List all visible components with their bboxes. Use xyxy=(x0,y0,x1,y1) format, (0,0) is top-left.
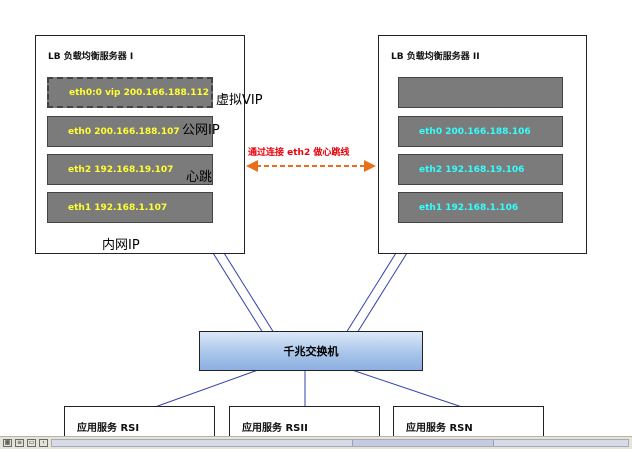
vip-note: 虚拟VIP xyxy=(216,93,263,108)
heartbeat-note: 心跳 xyxy=(186,170,213,185)
link-left-server-switch-b xyxy=(223,252,275,334)
nic-right-eth0: eth0 200.166.188.106 xyxy=(398,116,563,147)
nic-left-eth1: eth1 192.168.1.107 xyxy=(47,192,213,223)
link-right-server-switch-b xyxy=(356,252,408,334)
outline-view-icon[interactable]: ≡ xyxy=(15,439,24,447)
scroll-left-icon[interactable]: ‹ xyxy=(39,439,48,447)
public-ip-note: 公网IP xyxy=(182,123,220,138)
nic-right-eth2: eth2 192.168.19.106 xyxy=(398,154,563,185)
nic-right-empty xyxy=(398,77,563,108)
nic-left-vip: eth0:0 vip 200.166.188.112 xyxy=(47,77,213,108)
horizontal-scrollbar-thumb[interactable] xyxy=(352,440,494,446)
nic-left-eth0: eth0 200.166.188.107 xyxy=(47,116,213,147)
bottom-scrollbar-strip: ▦ ≡ ▭ ‹ xyxy=(0,436,632,449)
slide-view-icon[interactable]: ▭ xyxy=(27,439,36,447)
nic-right-eth1: eth1 192.168.1.106 xyxy=(398,192,563,223)
link-left-server-switch-a xyxy=(212,252,264,334)
gigabit-switch: 千兆交换机 xyxy=(199,331,423,371)
lb-server-right-title: LB 负载均衡服务器 II xyxy=(391,52,480,62)
internal-ip-note: 内网IP xyxy=(102,238,140,253)
horizontal-scrollbar[interactable] xyxy=(51,439,629,447)
heartbeat-arrow-left-icon xyxy=(246,160,258,172)
link-switch-rsn xyxy=(351,369,463,408)
normal-view-icon[interactable]: ▦ xyxy=(3,439,12,447)
heartbeat-link-label: 通过连接 eth2 做心跳线 xyxy=(248,148,350,158)
link-switch-rs1 xyxy=(154,369,259,408)
lb-server-left-title: LB 负载均衡服务器 I xyxy=(48,52,134,62)
heartbeat-arrow-right-icon xyxy=(364,160,376,172)
link-right-server-switch-a xyxy=(345,252,397,334)
nic-left-eth2: eth2 192.168.19.107 xyxy=(47,154,213,185)
